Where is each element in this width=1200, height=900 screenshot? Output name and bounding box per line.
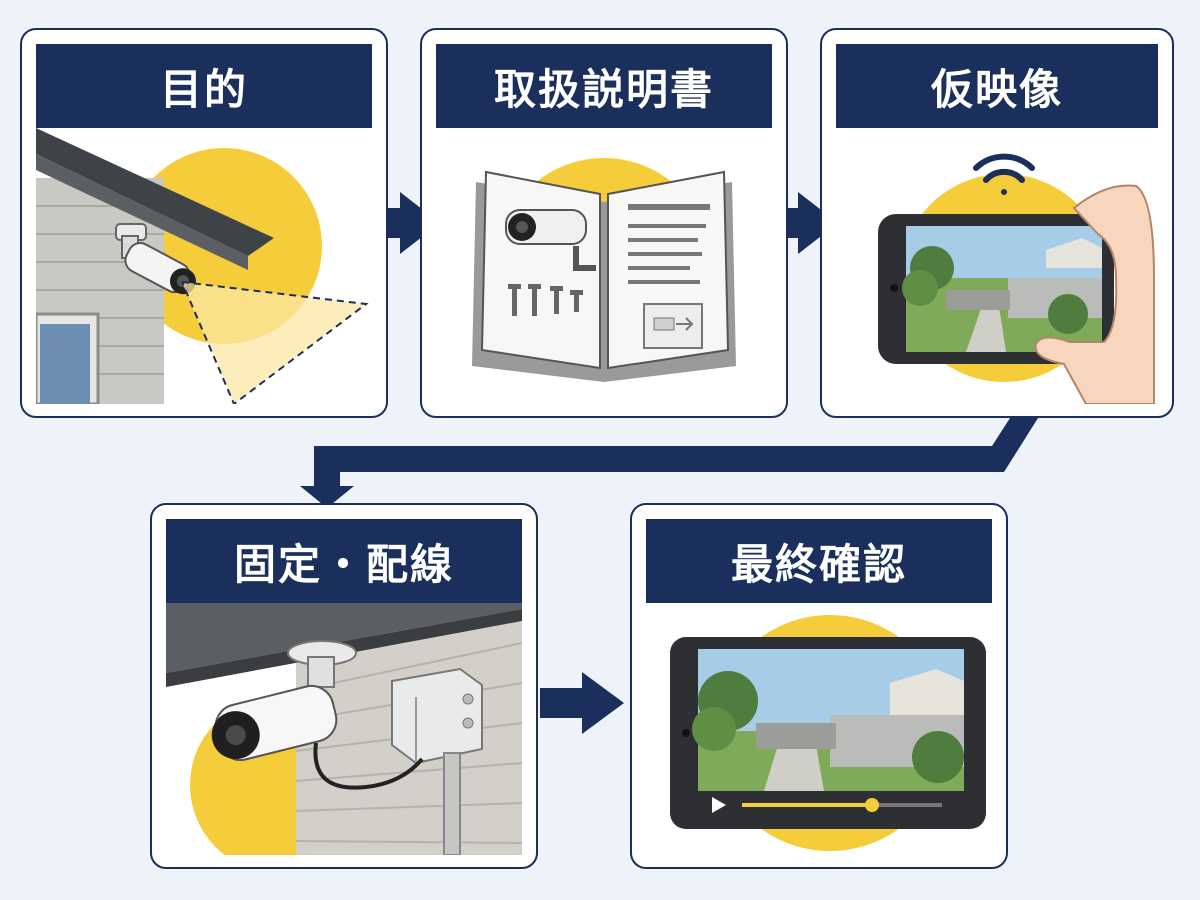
- flow-arrow-connector: [300, 418, 1038, 508]
- play-icon[interactable]: [712, 797, 726, 813]
- smartphone-preview-icon: [878, 214, 1114, 364]
- step-card-test-view: 仮映像: [820, 28, 1174, 418]
- step-card-mount-wiring: 固定・配線: [150, 503, 538, 869]
- progress-handle[interactable]: [865, 798, 879, 812]
- step-title-purpose: 目的: [36, 44, 372, 128]
- wifi-icon: [973, 153, 1035, 195]
- test-view-illustration: [836, 128, 1158, 404]
- flow-arrow-3: [540, 672, 624, 734]
- mount-wiring-illustration: [166, 603, 522, 855]
- step-title-mount-wiring: 固定・配線: [166, 519, 522, 603]
- progress-bar-fill: [742, 803, 872, 807]
- step-title-manual: 取扱説明書: [436, 44, 772, 128]
- purpose-illustration: [36, 128, 372, 404]
- progress-bar-track: [872, 803, 942, 807]
- step-title-final-check: 最終確認: [646, 519, 992, 603]
- step-card-purpose: 目的: [20, 28, 388, 418]
- junction-box-icon: [391, 667, 483, 855]
- manual-illustration: [436, 128, 772, 402]
- video-monitor-icon: [670, 637, 986, 829]
- manual-book-icon: [472, 170, 736, 382]
- security-camera-icon: [115, 223, 196, 295]
- step-card-final-check: 最終確認: [630, 503, 1008, 869]
- step-title-test-view: 仮映像: [836, 44, 1158, 128]
- security-camera-icon: [211, 640, 424, 790]
- final-check-illustration: [646, 603, 992, 853]
- step-card-manual: 取扱説明書: [420, 28, 788, 418]
